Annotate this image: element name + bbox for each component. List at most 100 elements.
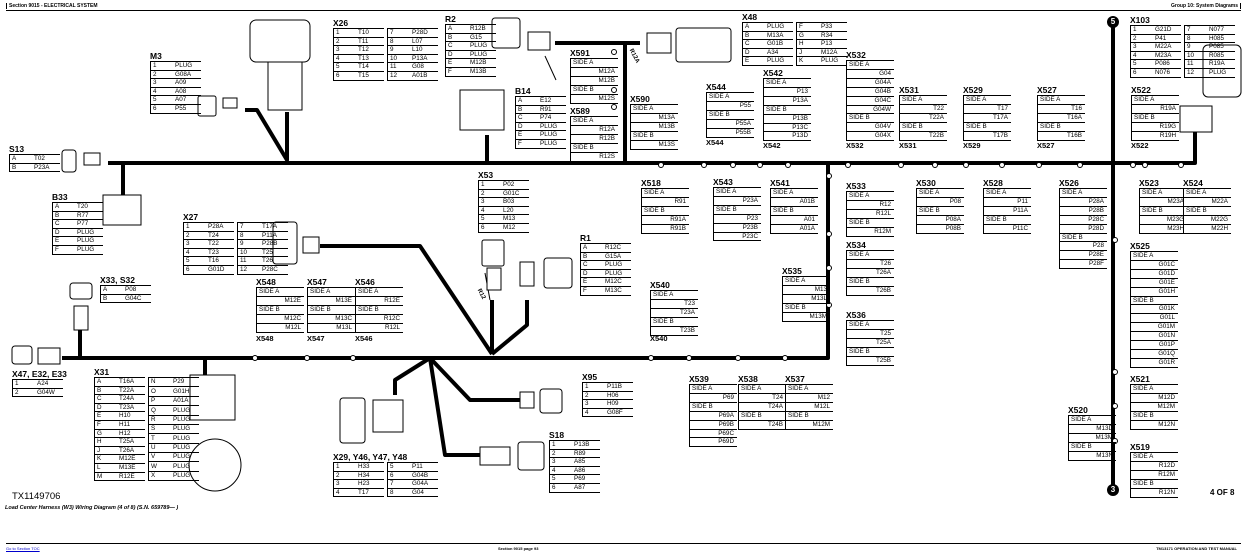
wire-id: P41	[1147, 34, 1181, 44]
splice-row: SIDE A	[1059, 188, 1107, 198]
connector-title: X53	[478, 170, 494, 180]
splice-dot-x520[interactable]	[1112, 403, 1118, 409]
splice-row: R12N	[1130, 488, 1178, 498]
wire-id: M13	[495, 214, 529, 224]
side-b-label: SIDE B	[355, 305, 403, 315]
wire-id: T16	[200, 256, 234, 266]
wire-id: T02	[26, 154, 60, 164]
splice-row: R12E	[355, 296, 403, 306]
splice-dot-x531[interactable]	[898, 162, 904, 168]
splice-dot-x533[interactable]	[826, 173, 832, 179]
splice-dot-x548[interactable]	[252, 355, 258, 361]
pin-id: 8	[387, 488, 404, 498]
splice-row: R91	[641, 197, 689, 207]
splice-row: T23B	[650, 326, 698, 336]
splice-dot-x528[interactable]	[999, 162, 1005, 168]
splice-row: SIDE A	[846, 191, 894, 201]
pin-id: 7	[237, 222, 254, 232]
pin-id: 7	[387, 479, 404, 489]
wire-id: P55	[167, 104, 201, 114]
pin-id: 4	[549, 466, 566, 476]
splice-dot-x535[interactable]	[826, 265, 832, 271]
splice-dot-x530[interactable]	[932, 162, 938, 168]
pin-id: E	[445, 58, 462, 68]
splice-dot-x538[interactable]	[735, 355, 741, 361]
splice-dot-x525[interactable]	[1112, 237, 1118, 243]
splice-row: SIDE A	[570, 116, 618, 126]
wire-id: G04A	[404, 479, 438, 489]
wire-id: T25A	[846, 338, 894, 348]
splice-dot-x539[interactable]	[686, 355, 692, 361]
wire-id: G21D	[1147, 25, 1181, 35]
splice-dot-x537[interactable]	[782, 355, 788, 361]
pin-id: 1	[582, 382, 599, 392]
splice-row: SIDE A	[846, 250, 894, 260]
wire-id: R12E	[355, 296, 403, 306]
splice-dot-x526[interactable]	[1077, 162, 1083, 168]
pin-id: 4	[1130, 51, 1147, 61]
splice-dot-x532[interactable]	[845, 162, 851, 168]
splice-dot-x541[interactable]	[785, 162, 791, 168]
splice-dot-x540[interactable]	[648, 355, 654, 361]
splice-dot-x547[interactable]	[304, 355, 310, 361]
wire-id: R91A	[641, 215, 689, 225]
point-label-x527: X527	[1037, 141, 1055, 150]
pin-id: P	[148, 396, 165, 407]
splice-dot-x543[interactable]	[730, 162, 736, 168]
splice-dot-x542[interactable]	[757, 162, 763, 168]
splice-row: R12	[846, 200, 894, 210]
pin-id: E	[52, 236, 69, 246]
s13-plug	[83, 152, 101, 166]
splice-row: M23H	[1139, 224, 1187, 234]
side-a-label: SIDE A	[689, 384, 737, 394]
splice-dot-x546[interactable]	[350, 355, 356, 361]
splice-dot-x544[interactable]	[701, 162, 707, 168]
splice-dot-x534[interactable]	[826, 231, 832, 237]
wire-id: P28C	[1059, 215, 1107, 225]
wire-id: P28A	[1059, 197, 1107, 207]
wire-id: PLUG	[69, 245, 103, 255]
wire-id: PLUG	[597, 269, 631, 279]
splice-dot-x524[interactable]	[1178, 162, 1184, 168]
splice-dot-x529[interactable]	[963, 162, 969, 168]
splice-dot-x521[interactable]	[1112, 369, 1118, 375]
wire-id: T22A	[899, 113, 947, 123]
pin-id: 8	[387, 37, 404, 47]
wire-id: G04	[404, 488, 438, 498]
splice-row: SIDE B	[641, 206, 689, 216]
splice-dot-x591[interactable]	[611, 49, 617, 55]
wire-id: P69D	[689, 437, 737, 448]
splice-title: X590	[630, 94, 650, 104]
wire-id: T17	[350, 488, 384, 498]
side-a-label: SIDE A	[650, 290, 698, 300]
toc-link[interactable]: Go to Section TOC	[6, 546, 40, 551]
wire-id: T10	[350, 28, 384, 38]
splice-dot-x523[interactable]	[1142, 162, 1148, 168]
wire-id: M13N	[1068, 451, 1116, 461]
splice-dot-x522[interactable]	[1130, 162, 1136, 168]
splice-dot-x527[interactable]	[1036, 162, 1042, 168]
splice-row: T22	[899, 104, 947, 114]
splice-row: SIDE B	[1130, 296, 1178, 306]
splice-row: P69B	[689, 420, 737, 430]
splice-dot-x518[interactable]	[658, 162, 664, 168]
wire-id: N076	[1147, 68, 1181, 78]
b14-connector	[459, 89, 505, 131]
pin-id: D	[742, 48, 759, 58]
splice-dot-x589[interactable]	[611, 104, 617, 110]
